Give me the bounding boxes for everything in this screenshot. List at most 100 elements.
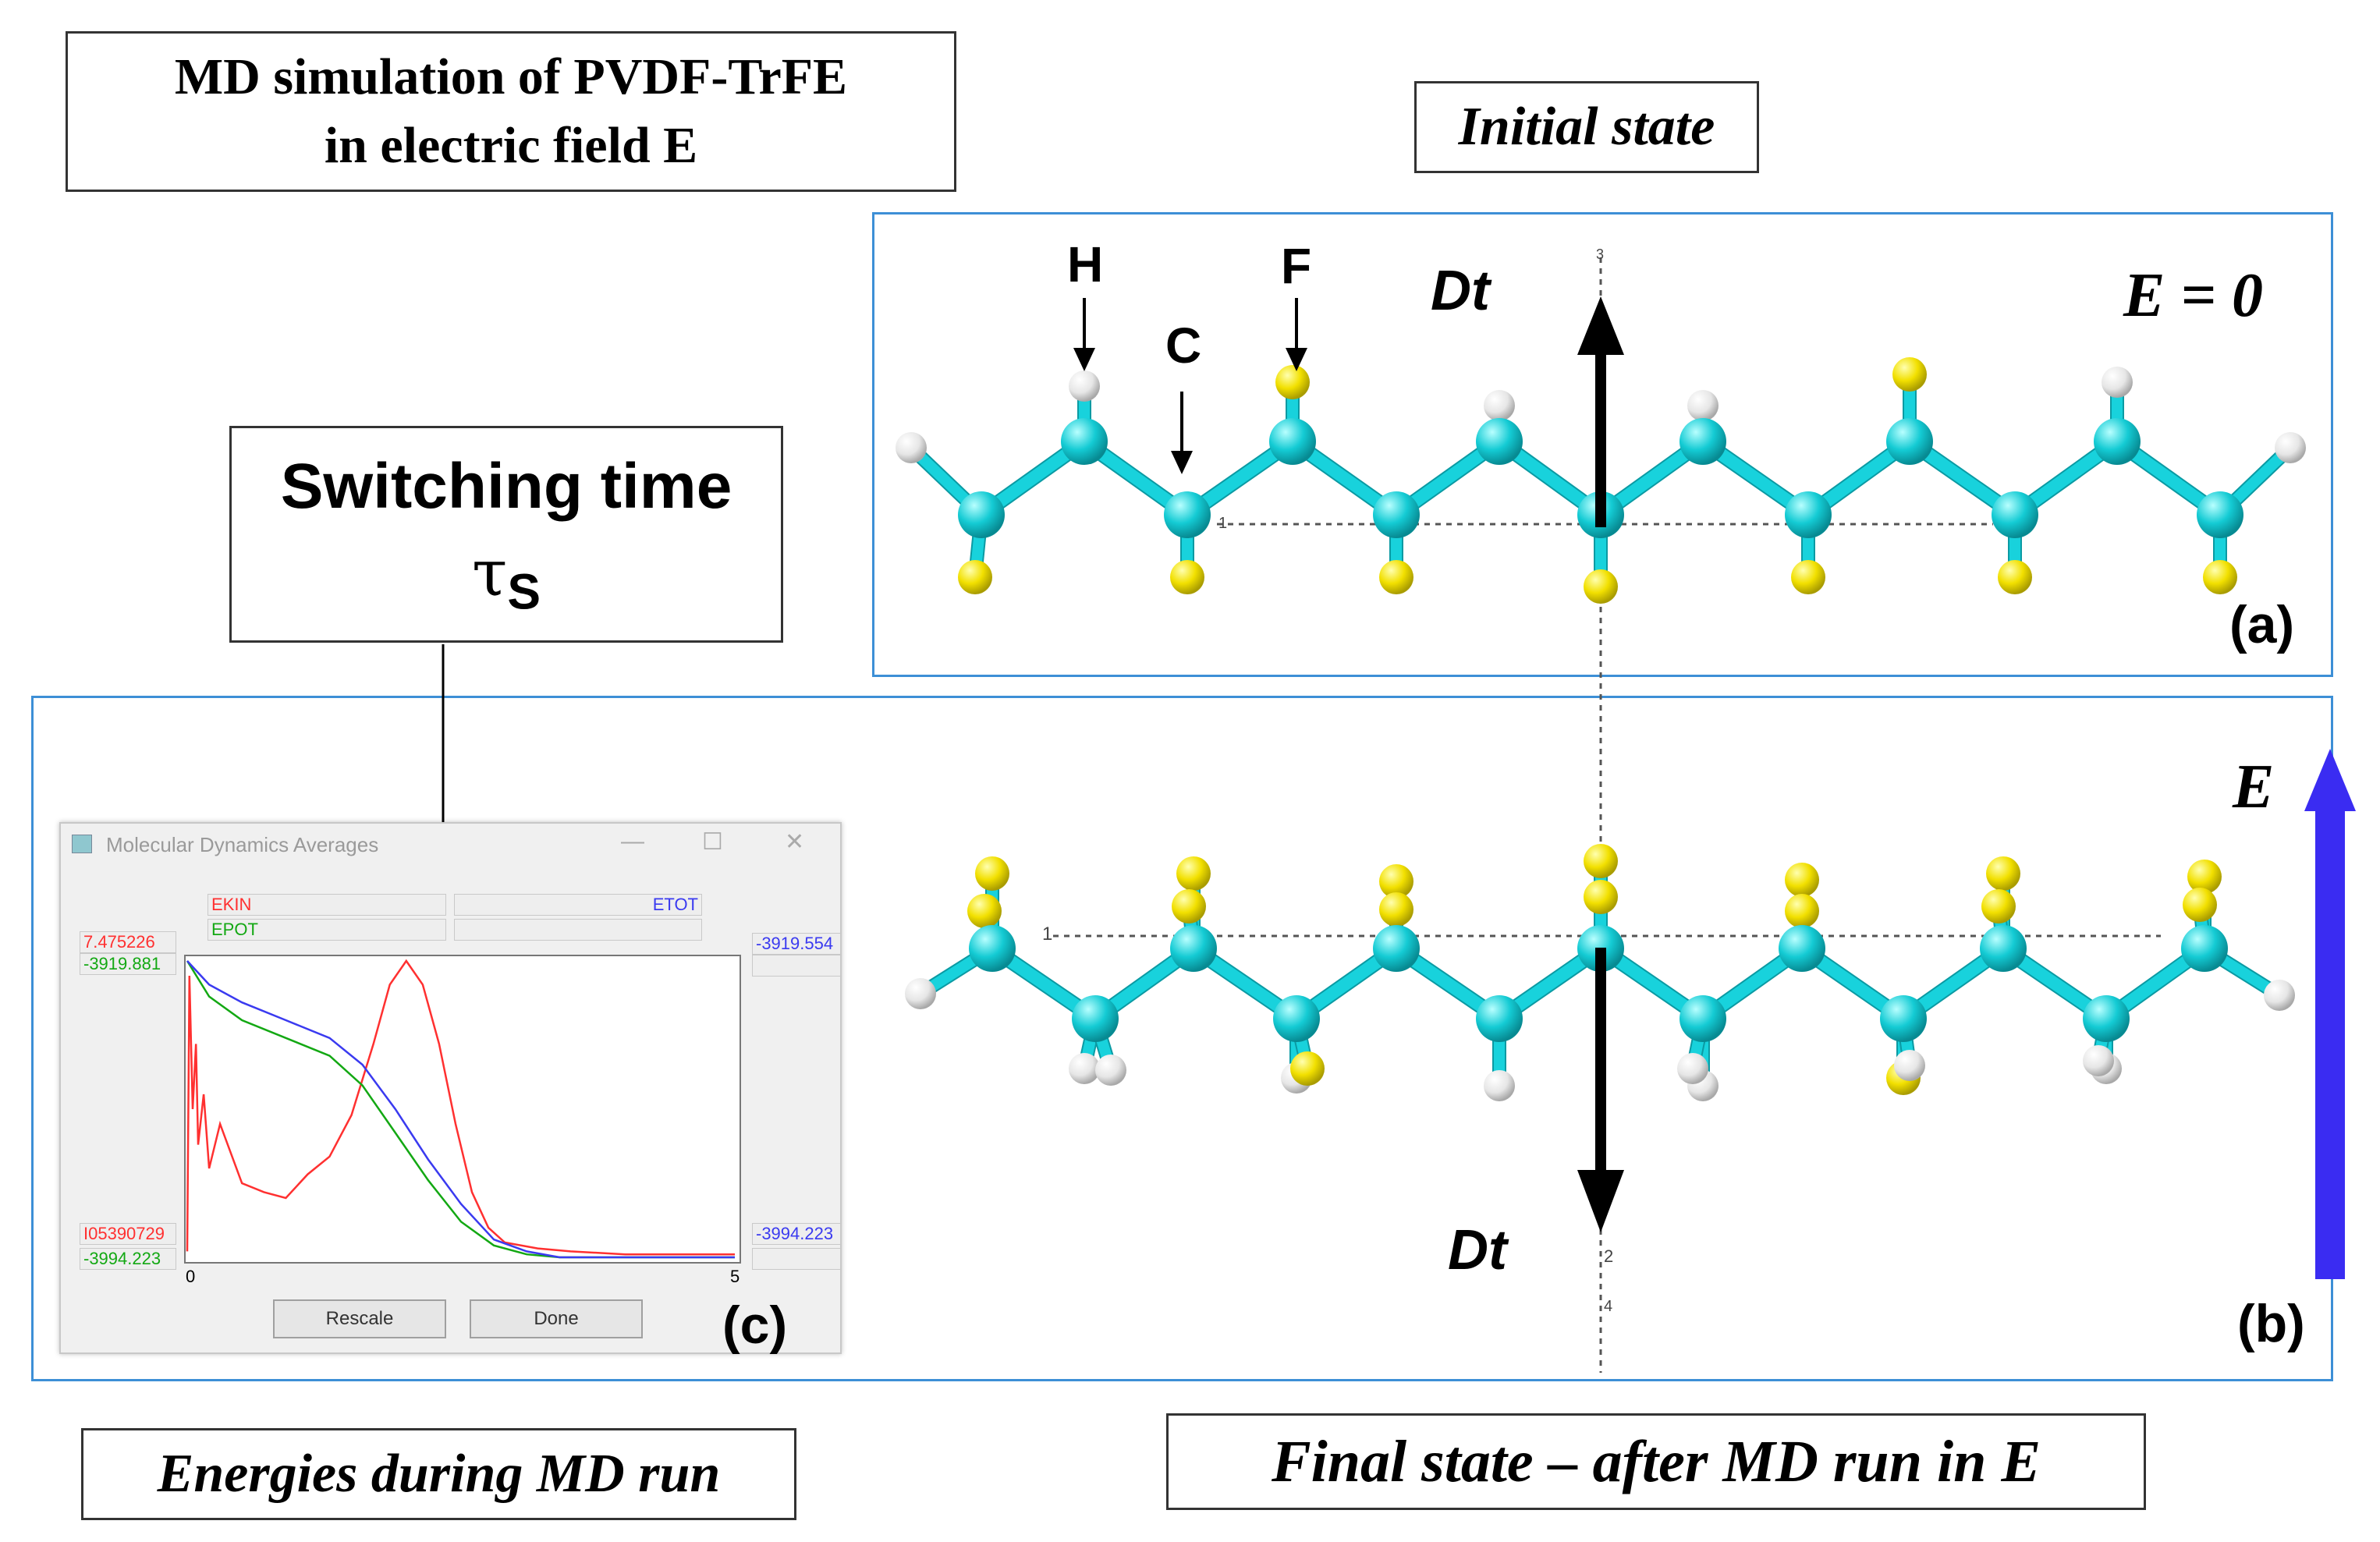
fluorine-atom [1275,365,1310,399]
right-bottom-value: -3994.223 [752,1223,841,1245]
series-etot [186,960,735,1259]
energies-caption-box: Energies during MD run [81,1428,796,1520]
rescale-button[interactable]: Rescale [273,1299,446,1338]
molecule-initial [896,357,2306,604]
maximize-icon[interactable]: ☐ [702,829,723,855]
molecule-final [905,844,2295,1101]
series-ekin [186,959,735,1256]
x-axis-max: 5 [730,1267,740,1286]
switching-time-box: Switching time τS [229,426,783,643]
hydrogen-atom [1687,390,1718,421]
title-line-1: MD simulation of PVDF-TrFE [174,48,848,105]
carbon-atom [2197,491,2243,538]
hydrogen-atom [1484,390,1515,421]
energies-caption: Energies during MD run [157,1444,721,1504]
hydrogen-atom [2083,1045,2114,1076]
hydrogen-atom [896,432,927,463]
dipole-arrow-up [1577,296,1624,527]
energy-plot [184,955,741,1264]
fluorine-atom [1791,560,1825,594]
close-icon[interactable]: ✕ [785,829,805,855]
window-title: Molecular Dynamics Averages [106,833,379,856]
carbon-atom [2083,995,2130,1042]
final-state-box: Final state – after MD run in E [1166,1413,2146,1510]
fluorine-atom [1981,889,2016,923]
field-zero-label: E = 0 [2123,261,2263,330]
fluorine-atom [1176,856,1211,891]
fluorine-atom [1584,569,1618,604]
hydrogen-atom [1894,1050,1925,1081]
carbon-atom [1164,491,1211,538]
axis-tick-3: 3 [1596,246,1605,262]
dipole-label-initial: Dt [1431,260,1490,322]
panel-a-frame [872,212,2333,677]
fluorine-atom [1584,844,1618,878]
hydrogen-atom [1069,370,1100,402]
hydrogen-atom [1069,1053,1100,1084]
title-box: MD simulation of PVDF-TrFE in electric f… [66,31,956,192]
carbon-atom [1269,418,1316,465]
fluorine-atom [1379,560,1413,594]
energy-plot-svg [186,959,735,1259]
fluorine-atom [1785,863,1819,897]
left-top-red-value: 7.475226 [80,931,176,953]
carbon-atom [1072,995,1119,1042]
left-top-green-value: -3919.881 [80,953,176,975]
fluorine-atom [975,856,1009,891]
hydrogen-atom [2264,980,2295,1011]
md-averages-window: Molecular Dynamics Averages — ☐ ✕ EKIN E… [59,822,842,1354]
left-bottom-green-value: -3994.223 [80,1248,176,1270]
carbon-atom [1679,418,1726,465]
carbon-atom [2181,925,2228,972]
minimize-icon[interactable]: — [621,828,644,854]
carbon-atom [1170,925,1217,972]
atom-label-h: H [1067,236,1104,292]
title-line-2: in electric field E [324,117,698,174]
initial-state-label: Initial state [1458,97,1715,157]
fluorine-atom [2203,560,2237,594]
fluorine-atom [1172,889,1206,923]
panel-b-label: (b) [2237,1294,2305,1353]
done-button[interactable]: Done [470,1299,643,1338]
dipole-label-final: Dt [1448,1219,1507,1281]
axis-tick-1-b: 1 [1042,923,1053,945]
panel-a-label: (a) [2229,595,2295,654]
fluorine-atom [1584,880,1618,914]
fluorine-atom [1290,1051,1325,1086]
initial-state-box: Initial state [1414,81,1759,173]
legend-empty [454,919,702,941]
carbon-atom [1679,995,1726,1042]
fluorine-atom [1785,894,1819,928]
final-state-label: Final state – after MD run in E [1271,1428,2041,1494]
left-bottom-red-value: I05390729 [80,1223,176,1245]
atom-pointer-arrows [1073,298,1307,474]
axis-tick-1-a: 1 [1218,515,1228,532]
axis-tick-2: 2 [1604,1246,1614,1266]
hydrogen-atom [2102,367,2133,398]
carbon-atom [1880,995,1927,1042]
right-top-value: -3919.554 [752,933,841,955]
carbon-atom [1980,925,2027,972]
carbon-atom [1476,995,1523,1042]
axis-tick-4: 4 [1604,1298,1613,1315]
fluorine-atom [1986,856,2020,891]
hydrogen-atom [1484,1070,1515,1101]
fluorine-atom [1379,892,1413,927]
fluorine-atom [2187,860,2222,894]
carbon-atom [969,925,1016,972]
carbon-atom [1373,925,1420,972]
carbon-atom [1061,418,1108,465]
carbon-atom [1273,995,1320,1042]
carbon-atom [958,491,1005,538]
panel-c-label: (c) [722,1296,788,1355]
carbon-atom [1785,491,1832,538]
fluorine-atom [1998,560,2032,594]
legend-ekin: EKIN [207,894,446,916]
atom-label-f: F [1281,238,1312,294]
fluorine-atom [967,894,1002,928]
fluorine-atom [1892,357,1927,392]
hydrogen-atom [1095,1055,1126,1086]
legend-etot: ETOT [454,894,702,916]
hydrogen-atom [905,978,936,1009]
